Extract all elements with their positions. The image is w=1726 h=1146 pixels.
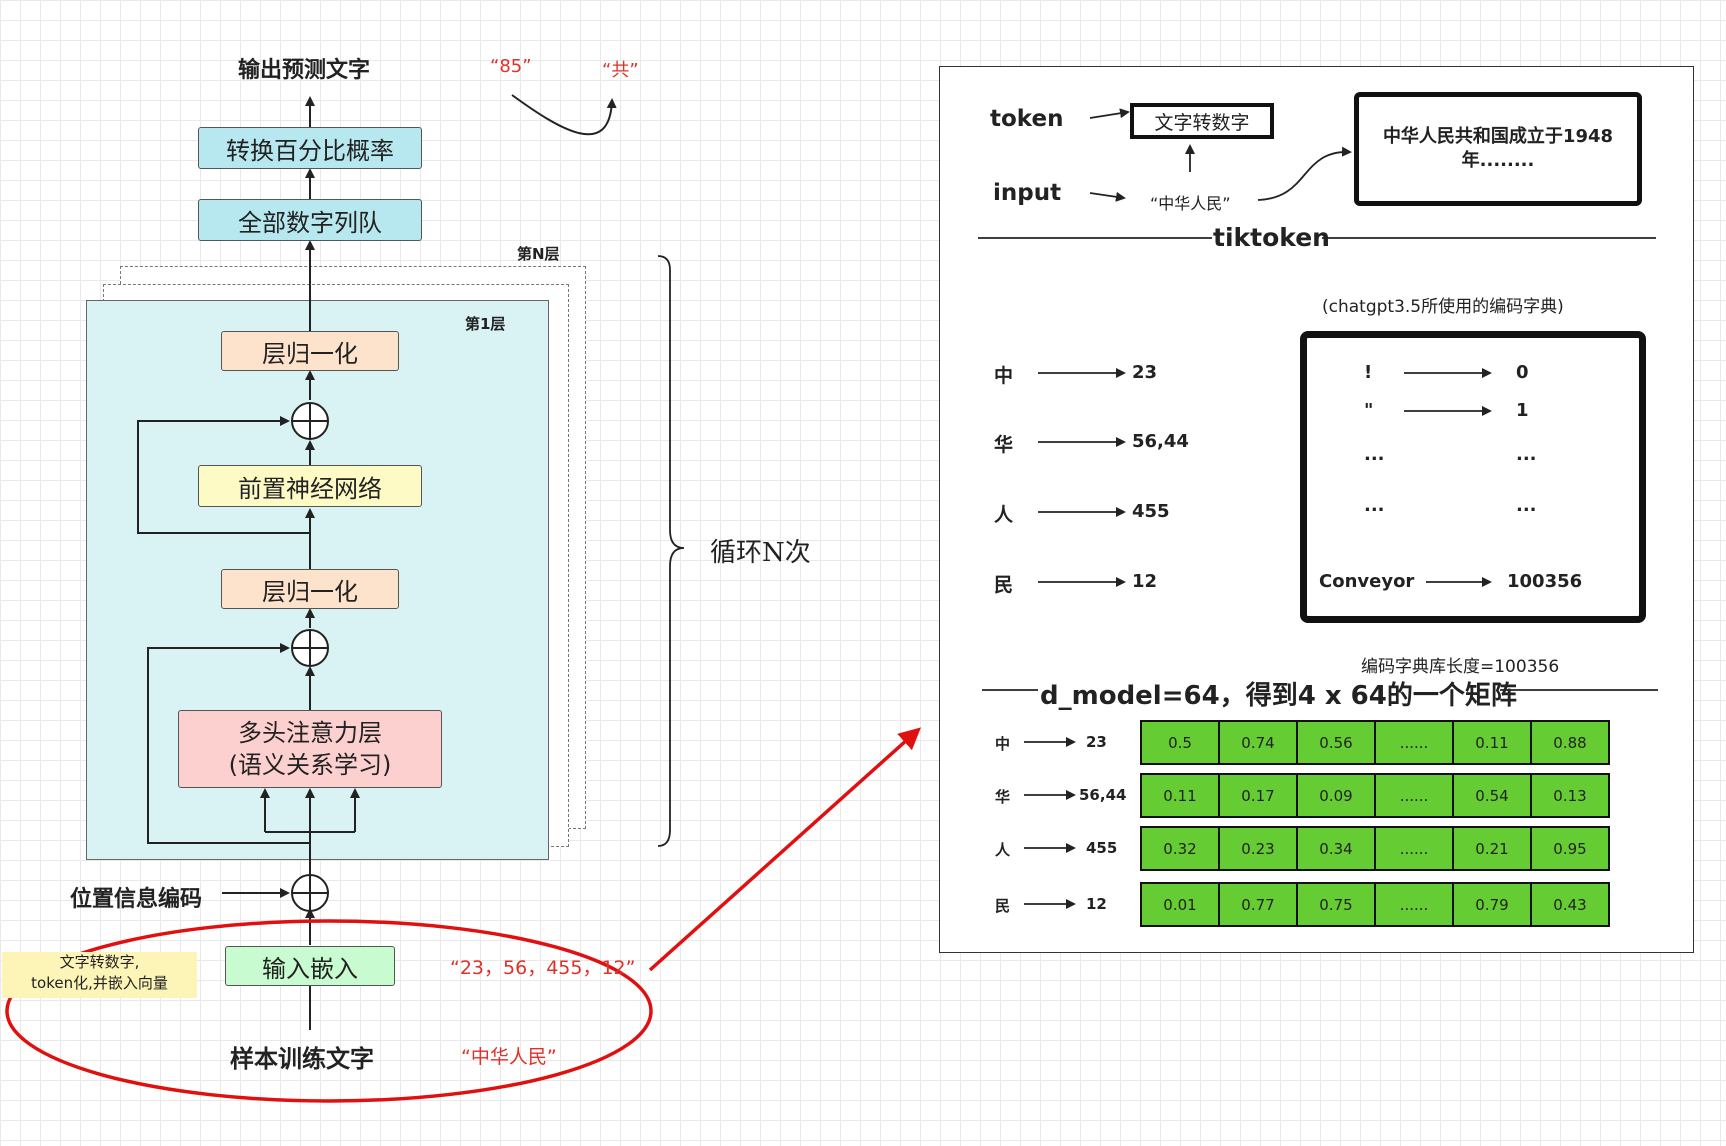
matrix-row-char: 人 [995,841,1011,859]
dictionary-value: ... [1516,444,1537,465]
matrix-cell: 0.5 [1140,720,1220,765]
mapping-arrows [1038,368,1126,587]
sentence-box: 中华人民共和国成立于1948 年........ [1354,92,1642,206]
layer-n-label: 第N层 [517,245,560,263]
highlight-ellipse [5,919,653,1103]
matrix-cell: 0.43 [1530,882,1610,927]
output-example-85: “85” [490,56,532,77]
matrix-cell: 0.88 [1530,720,1610,765]
matrix-row-id: 56,44 [1079,786,1127,804]
matrix-cell: 0.74 [1218,720,1298,765]
matrix-row-id: 23 [1086,733,1107,751]
multi-head-attention-box: 多头注意力层 (语义关系学习) [178,710,442,788]
mapping-value: 12 [1132,571,1158,592]
sentence-line-2: 年........ [1461,150,1535,171]
matrix-cell: 0.13 [1530,773,1610,818]
matrix-cell: 0.34 [1296,826,1376,871]
matrix-cell: 0.11 [1140,773,1220,818]
dmodel-title: d_model=64，得到4 x 64的一个矩阵 [1040,681,1517,711]
matrix-cell: 0.21 [1452,826,1532,871]
matrix-cell: 0.17 [1218,773,1298,818]
matrix-cell: 0.95 [1530,826,1610,871]
matrix-row-char: 华 [995,788,1011,806]
dictionary-value: 100356 [1507,571,1583,592]
dictionary-key: ! [1364,362,1373,383]
dictionary-key: ... [1364,444,1385,465]
dictionary-key: ... [1364,495,1385,516]
matrix-cell: 0.75 [1296,882,1376,927]
dictionary-value: 0 [1516,362,1529,383]
input-text: “中华人民” [1150,194,1231,213]
token-label: token [990,106,1064,132]
sample-text-example: “中华人民” [461,1046,557,1068]
note-line-2: token化,并嵌入向量 [31,974,168,992]
matrix-cell: 0.77 [1218,882,1298,927]
matrix-cell: ...... [1374,826,1454,871]
matrix-row-id: 12 [1086,895,1107,913]
matrix-cell: 0.01 [1140,882,1220,927]
mapping-char: 中 [994,365,1014,387]
matrix-row-id: 455 [1086,839,1118,857]
matrix-row-char: 中 [995,735,1011,753]
tiktoken-title: tiktoken [1213,223,1330,252]
layer-norm-bottom: 层归一化 [221,569,399,609]
matrix-row-arrows [1024,737,1076,909]
layer-norm-top: 层归一化 [221,331,399,371]
attention-subtitle: (语义关系学习) [228,751,392,779]
mapping-value: 23 [1132,362,1158,383]
dictionary-value: 1 [1516,400,1529,421]
matrix-row-char: 民 [995,897,1011,915]
matrix-cell: ...... [1374,720,1454,765]
feed-forward-box: 前置神经网络 [198,465,422,507]
mapping-char: 民 [994,574,1014,596]
mapping-char: 华 [994,434,1014,456]
matrix-cell: 0.54 [1452,773,1532,818]
matrix-cell: ...... [1374,773,1454,818]
note-line-1: 文字转数字, [59,953,140,971]
mapping-value: 56,44 [1132,431,1189,452]
matrix-cell: 0.32 [1140,826,1220,871]
dictionary-box [1300,331,1646,623]
dictionary-value: ... [1516,495,1537,516]
matrix-cell: 0.11 [1452,720,1532,765]
output-example-gong: “共” [602,60,639,81]
dictionary-key: " [1364,400,1374,421]
input-label: input [993,180,1062,206]
input-embedding-box: 输入嵌入 [225,946,395,986]
matrix-cell: 0.23 [1218,826,1298,871]
probability-box: 转换百分比概率 [198,127,422,169]
output-label: 输出预测文字 [238,58,371,83]
sticky-note: 文字转数字, token化,并嵌入向量 [2,952,197,998]
dictionary-key: Conveyor [1319,571,1415,592]
layer-1-label: 第1层 [465,315,506,333]
mapping-value: 455 [1132,501,1170,522]
matrix-cell: 0.09 [1296,773,1376,818]
matrix-cell: ...... [1374,882,1454,927]
mapping-char: 人 [994,504,1014,526]
attention-title: 多头注意力层 [238,719,382,747]
number-queue-box: 全部数字列队 [198,199,422,241]
sentence-line-1: 中华人民共和国成立于1948 [1382,126,1614,147]
loop-label: 循环N次 [710,538,811,568]
dictionary-caption: (chatgpt3.5所使用的编码字典) [1322,297,1564,317]
positional-encoding-label: 位置信息编码 [70,887,203,912]
highlight-arrow [648,727,921,972]
dictionary-length: 编码字典库长度=100356 [1361,657,1560,677]
dictionary-arrows [1404,368,1492,587]
sample-text-label: 样本训练文字 [230,1045,374,1073]
matrix-cell: 0.79 [1452,882,1532,927]
convert-box: 文字转数字 [1130,103,1274,139]
token-ids-example: “23，56，455，12” [450,957,636,979]
matrix-cell: 0.56 [1296,720,1376,765]
